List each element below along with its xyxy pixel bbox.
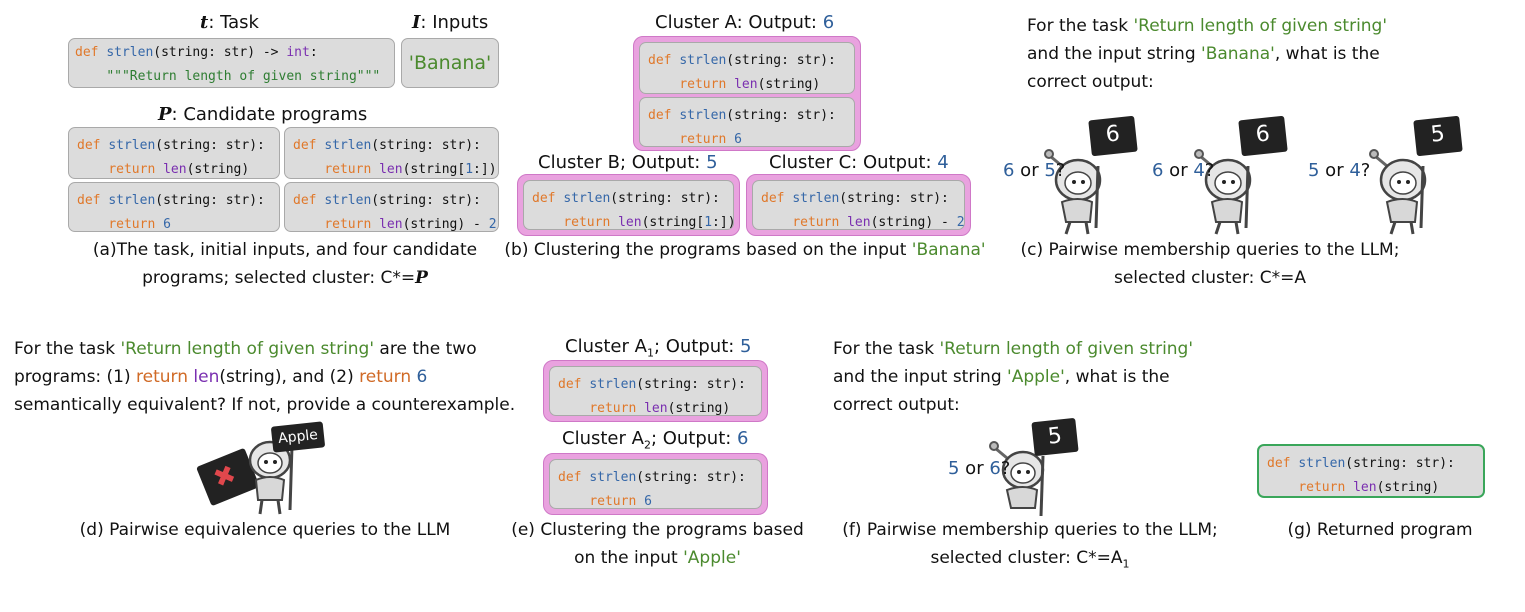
- input-box: 'Banana': [401, 38, 499, 88]
- robot-icon: [1369, 149, 1427, 235]
- robot-query-1: 6 or 5?: [1003, 160, 1066, 181]
- cluster-b-program: def strlen(string: str): return len(stri…: [523, 180, 736, 230]
- cluster-b: def strlen(string: str): return len(stri…: [517, 174, 740, 236]
- cluster-a-title: Cluster A: Output: 6: [655, 12, 835, 33]
- robot-sign: 5: [1031, 417, 1079, 457]
- robot-query-2: 6 or 4?: [1152, 160, 1215, 181]
- caption-g: (g) Returned program: [1287, 520, 1473, 540]
- caption-b: (b) Clustering the programs based on the…: [504, 240, 986, 260]
- cluster-a-program-1: def strlen(string: str): return len(stri…: [639, 42, 855, 94]
- caption-d: (d) Pairwise equivalence queries to the …: [79, 520, 451, 540]
- caption-e: (e) Clustering the programs based on the…: [511, 520, 804, 568]
- question-d: For the task 'Return length of given str…: [14, 339, 516, 415]
- cluster-a: def strlen(string: str): return len(stri…: [633, 36, 861, 151]
- programs-title: P: Candidate programs: [158, 104, 368, 125]
- question-f: For the task 'Return length of given str…: [833, 339, 1194, 415]
- robot-1: 6: [1040, 115, 1150, 238]
- cluster-c-title: Cluster C: Output: 4: [769, 152, 949, 173]
- program-3: def strlen(string: str): return 6: [68, 182, 280, 232]
- cluster-a1-title: Cluster A1; Output: 5: [565, 336, 752, 360]
- caption-c: (c) Pairwise membership queries to the L…: [1020, 240, 1400, 288]
- robot-sign: 5: [1413, 115, 1463, 157]
- robot-query-f: 5 or 6?: [948, 458, 1011, 479]
- robot-2: 6: [1190, 115, 1300, 238]
- cluster-a2-title: Cluster A2; Output: 6: [562, 428, 749, 452]
- robot-f: 5: [985, 417, 1095, 520]
- robot-sign: 6: [1238, 115, 1288, 157]
- cluster-a1: def strlen(string: str): return len(stri…: [543, 360, 768, 422]
- robot-sign: 6: [1088, 115, 1138, 157]
- cluster-c: def strlen(string: str): return len(stri…: [746, 174, 971, 236]
- robot-icon: [989, 441, 1045, 517]
- robot-icon: [1194, 149, 1252, 235]
- caption-a: (a)The task, initial inputs, and four ca…: [92, 240, 478, 288]
- caption-f: (f) Pairwise membership queries to the L…: [842, 520, 1218, 571]
- program-2: def strlen(string: str): return len(stri…: [284, 127, 499, 179]
- program-4: def strlen(string: str): return len(stri…: [284, 182, 499, 232]
- cluster-b-title: Cluster B; Output: 5: [538, 152, 718, 173]
- returned-program: def strlen(string: str): return len(stri…: [1257, 444, 1485, 498]
- robot-query-3: 5 or 4?: [1308, 160, 1371, 181]
- robot-d: ✖ Apple: [196, 418, 340, 518]
- apple-sign: Apple: [270, 421, 326, 453]
- cluster-a1-program: def strlen(string: str): return len(stri…: [549, 366, 762, 416]
- question-c: For the task 'Return length of given str…: [1027, 16, 1388, 92]
- cluster-a2: def strlen(string: str): return 6: [543, 453, 768, 515]
- robot-icon: [1044, 149, 1102, 235]
- task-title: t: Task: [200, 12, 259, 33]
- inputs-title: I: Inputs: [412, 12, 489, 33]
- robot-icon: [248, 440, 294, 515]
- cluster-a-program-2: def strlen(string: str): return 6: [639, 97, 855, 147]
- cluster-c-program: def strlen(string: str): return len(stri…: [752, 180, 965, 230]
- cluster-a2-program: def strlen(string: str): return 6: [549, 459, 762, 509]
- program-1: def strlen(string: str): return len(stri…: [68, 127, 280, 179]
- task-code-box: def strlen(string: str) -> int: """Retur…: [68, 38, 395, 88]
- robot-3: 5: [1365, 115, 1475, 238]
